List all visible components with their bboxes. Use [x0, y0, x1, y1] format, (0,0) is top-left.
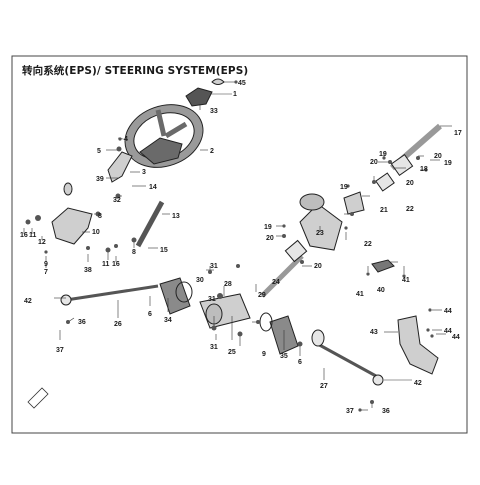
part-steering-wheel	[124, 104, 204, 168]
callout-label: 5	[97, 148, 101, 155]
callout-label: 38	[84, 267, 92, 274]
part-yoke	[375, 172, 395, 192]
part-tie-rod-end-left	[60, 294, 72, 306]
callout-label: 7	[44, 269, 48, 276]
part-tilt-bracket	[51, 207, 93, 245]
callout-label: 10	[92, 229, 100, 236]
callout-label: 29	[258, 292, 266, 299]
callout-label: 34	[164, 317, 172, 324]
callout-label: 8	[98, 213, 102, 220]
callout-label: 31	[210, 344, 218, 351]
callout-label: 33	[210, 108, 218, 115]
callout-label: 6	[298, 359, 302, 366]
part-tie-rod-left	[65, 284, 159, 302]
part-clamp-left	[175, 281, 193, 303]
diagram-title: 转向系统(EPS)/ STEERING SYSTEM(EPS)	[22, 65, 249, 77]
callout-label: 23	[316, 230, 324, 237]
callout-label: 17	[454, 130, 462, 137]
callout-label: 27	[320, 383, 328, 390]
callout-label: 36	[382, 408, 390, 415]
callout-labels: 45 1 33 2 4 5 3 39 14 32 10 8 16 11 12 9…	[20, 80, 462, 415]
callout-label: 32	[113, 197, 121, 204]
callout-label: 12	[38, 239, 46, 246]
callout-label: 20	[406, 180, 414, 187]
part-shaft-yoke	[284, 239, 308, 263]
part-intermediate-shaft	[260, 254, 304, 298]
part-horn-cap	[211, 78, 225, 85]
callout-label: 41	[402, 277, 410, 284]
callout-label: 40	[377, 287, 385, 294]
callout-label: 11	[29, 232, 37, 239]
fastener-reference-mark	[27, 387, 49, 409]
part-center-cap	[185, 87, 213, 107]
callout-label: 37	[56, 347, 64, 354]
sheet-border	[11, 55, 468, 434]
callout-label: 1	[233, 91, 237, 98]
callout-label: 9	[262, 351, 266, 358]
callout-label: 20	[434, 153, 442, 160]
callout-label: 22	[406, 206, 414, 213]
callout-label: 21	[380, 207, 388, 214]
callout-label: 31	[210, 263, 218, 270]
callout-label: 42	[24, 298, 32, 305]
part-tie-rod-right	[313, 340, 377, 378]
callout-label: 4	[124, 136, 128, 143]
callout-label: 19	[444, 160, 452, 167]
callout-label: 35	[280, 353, 288, 360]
callout-label: 44	[444, 328, 452, 335]
callout-label: 2	[210, 148, 214, 155]
callout-label: 45	[238, 80, 246, 87]
callout-label: 13	[172, 213, 180, 220]
callout-label: 42	[414, 380, 422, 387]
leader-lines	[23, 81, 452, 411]
part-tie-rod-end-right	[372, 374, 384, 386]
callout-label: 37	[346, 408, 354, 415]
callout-label: 39	[96, 176, 104, 183]
callout-label: 14	[149, 184, 157, 191]
callout-label: 19	[264, 224, 272, 231]
part-universal-joint	[390, 153, 414, 177]
callout-label: 26	[114, 321, 122, 328]
callout-label: 25	[228, 349, 236, 356]
callout-label: 44	[452, 334, 460, 341]
part-column-mount	[107, 151, 133, 183]
callout-label: 44	[444, 308, 452, 315]
part-relay	[371, 259, 395, 273]
callout-label: 3	[142, 169, 146, 176]
callout-label: 30	[196, 277, 204, 284]
callout-label: 9	[44, 261, 48, 268]
callout-label: 8	[132, 249, 136, 256]
callout-label: 18	[420, 166, 428, 173]
part-mount-bracket	[343, 191, 365, 215]
part-knob	[63, 182, 73, 196]
callout-label: 19	[379, 151, 387, 158]
part-steering-gear	[199, 293, 251, 329]
callout-label: 36	[78, 319, 86, 326]
part-gas-strut	[135, 200, 165, 248]
part-eps-motor	[299, 193, 343, 251]
callout-label: 22	[364, 241, 372, 248]
callout-label: 6	[148, 311, 152, 318]
callout-label: 43	[370, 329, 378, 336]
callout-label: 16	[112, 261, 120, 268]
callout-label: 16	[20, 232, 28, 239]
callout-label: 31	[208, 296, 216, 303]
callout-label: 11	[102, 261, 110, 268]
callout-label: 20	[266, 235, 274, 242]
callout-label: 24	[272, 279, 280, 286]
part-inner-joint-right	[311, 329, 325, 347]
callout-label: 41	[356, 291, 364, 298]
callout-label: 19	[340, 184, 348, 191]
callout-label: 20	[314, 263, 322, 270]
callout-label: 15	[160, 247, 168, 254]
callout-label: 20	[370, 159, 378, 166]
parts-artwork	[51, 78, 442, 386]
part-bracket-plate	[397, 315, 439, 375]
hardware-parts	[25, 80, 434, 412]
callout-label: 28	[224, 281, 232, 288]
part-boot-left	[159, 277, 191, 315]
